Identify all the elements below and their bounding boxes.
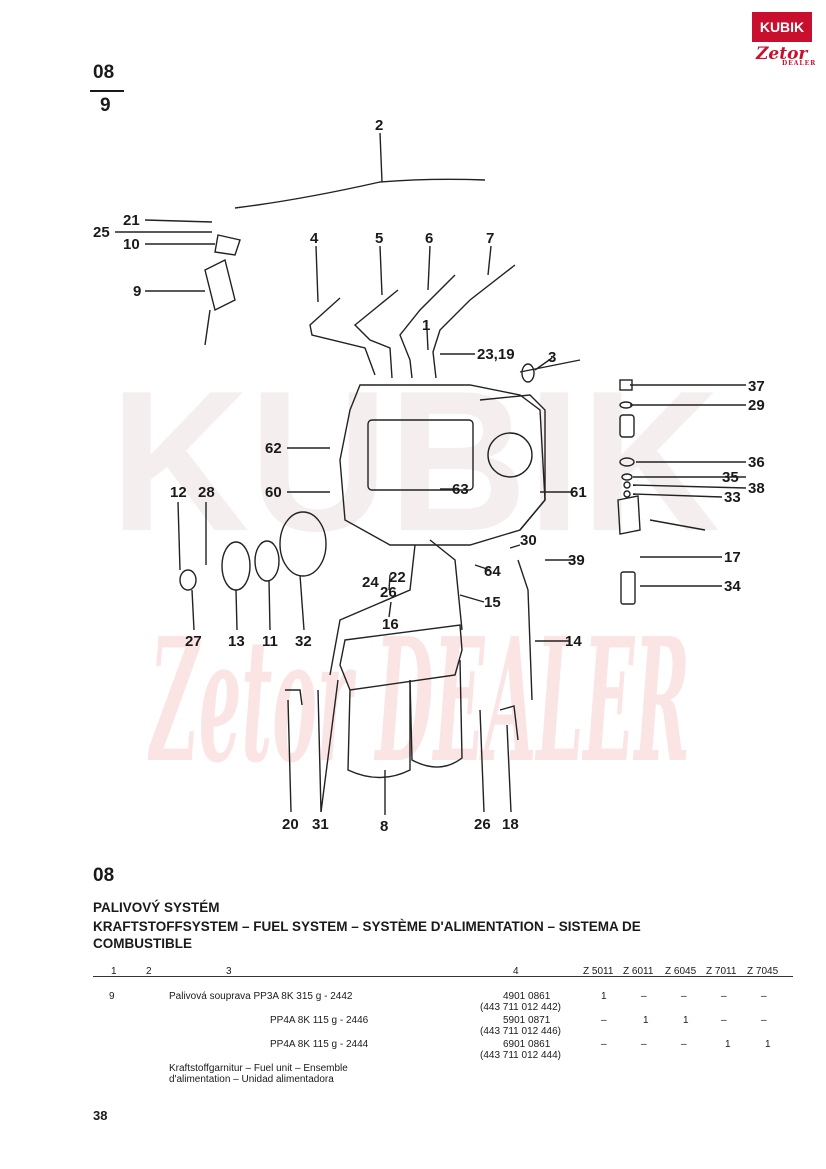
callout-33: 33 [724, 489, 741, 506]
callout-21: 21 [123, 212, 140, 229]
callout-36: 36 [748, 454, 765, 471]
col-header-z6045: Z 6045 [665, 966, 697, 977]
table-note-line2: d'alimentation – Unidad alimentadora [169, 1074, 334, 1085]
row1-ref: (443 711 012 442) [480, 1002, 561, 1013]
callout-64: 64 [484, 563, 501, 580]
callout-24: 24 [362, 574, 379, 591]
callout-37: 37 [748, 378, 765, 395]
col-header-z6011: Z 6011 [623, 966, 654, 977]
callout-63: 63 [452, 481, 469, 498]
row1-q-z5011: 1 [601, 991, 607, 1002]
callout-28: 28 [198, 484, 215, 501]
callout-5: 5 [375, 230, 383, 247]
table-note-line1: Kraftstoffgarnitur – Fuel unit – Ensembl… [169, 1063, 348, 1074]
kubik-logo-block: KUBIK [752, 12, 812, 42]
callout-18: 18 [502, 816, 519, 833]
watermark-top-text: KUBIK [110, 350, 720, 573]
page-number: 38 [93, 1108, 108, 1123]
callout-27: 27 [185, 633, 202, 650]
callout-10: 10 [123, 236, 140, 253]
callout-7: 7 [486, 230, 494, 247]
logo-dealer-text: DEALER [782, 60, 817, 67]
callout-34: 34 [724, 578, 741, 595]
parts-table: 1 2 3 4 Z 5011 Z 6011 Z 6045 Z 7011 Z 70… [93, 960, 793, 1100]
row3-ref: (443 711 012 444) [480, 1050, 561, 1061]
section-subtitle: KRAFTSTOFFSYSTEM – FUEL SYSTEM – SYSTÈME… [93, 919, 641, 951]
callout-3: 3 [548, 349, 556, 366]
callout-22: 22 [389, 569, 406, 586]
row3-desc: PP4A 8K 115 g - 2444 [270, 1039, 369, 1050]
callout-15: 15 [484, 594, 501, 611]
callout-35: 35 [722, 469, 739, 486]
callout-39: 39 [568, 552, 585, 569]
watermark-bottom-text: Zetor DEALER [148, 601, 690, 801]
row3-q-z7045: 1 [765, 1039, 771, 1050]
callout-17: 17 [724, 549, 741, 566]
dealer-watermark: KUBIK Zetor DEALER [110, 350, 720, 801]
row1-q-z7011: – [721, 991, 727, 1002]
callout-20: 20 [282, 816, 299, 833]
callout-61: 61 [570, 484, 587, 501]
callout-30: 30 [520, 532, 537, 549]
callout-31: 31 [312, 816, 329, 833]
table-header-rule [93, 976, 793, 977]
col-header-3: 3 [226, 966, 232, 977]
col-header-2: 2 [146, 966, 152, 977]
callout-26-upper: 26 [380, 584, 397, 601]
row2-q-z6011: 1 [643, 1015, 649, 1026]
col-header-z5011: Z 5011 [583, 966, 614, 977]
row2-q-z7011: – [721, 1015, 727, 1026]
section-subnumber: 9 [100, 95, 111, 116]
section-number: 08 [93, 865, 115, 886]
row3-q-z7011: 1 [725, 1039, 731, 1050]
row1-q-z6011: – [641, 991, 647, 1002]
callout-32: 32 [295, 633, 312, 650]
row2-q-z6045: 1 [683, 1015, 689, 1026]
row2-q-z5011: – [601, 1015, 607, 1026]
row1-q-z6045: – [681, 991, 687, 1002]
callout-26-lower: 26 [474, 816, 491, 833]
row3-q-z6045: – [681, 1039, 687, 1050]
col-header-4: 4 [513, 966, 519, 977]
col-header-z7045: Z 7045 [747, 966, 779, 977]
callout-1: 1 [422, 317, 430, 334]
row2-part: 5901 0871 [503, 1015, 551, 1026]
callout-12: 12 [170, 484, 187, 501]
callout-38: 38 [748, 480, 765, 497]
callout-60: 60 [265, 484, 282, 501]
section-divider [90, 90, 124, 92]
callout-8: 8 [380, 818, 388, 835]
callout-13: 13 [228, 633, 245, 650]
col-header-z7011: Z 7011 [706, 966, 737, 977]
row1-part: 4901 0861 [503, 991, 551, 1002]
row2-desc: PP4A 8K 115 g - 2446 [270, 1015, 369, 1026]
callout-9: 9 [133, 283, 141, 300]
col-header-1: 1 [111, 966, 117, 977]
callout-6: 6 [425, 230, 433, 247]
row1-q-z7045: – [761, 991, 767, 1002]
callout-2: 2 [375, 117, 383, 134]
row2-q-z7045: – [761, 1015, 767, 1026]
row1-desc: Palivová souprava PP3A 8K 315 g - 2442 [169, 991, 353, 1002]
row1-pos: 9 [109, 991, 115, 1002]
callout-4: 4 [310, 230, 319, 247]
callout-16: 16 [382, 616, 399, 633]
fuel-system-exploded-diagram: 2 4 5 6 7 1 23,19 3 21 25 10 9 62 60 63 … [93, 117, 765, 835]
callout-25: 25 [93, 224, 110, 241]
section-number-top: 08 [93, 62, 115, 83]
row2-ref: (443 711 012 446) [480, 1026, 561, 1037]
callout-62: 62 [265, 440, 282, 457]
callout-29: 29 [748, 397, 765, 414]
callout-11: 11 [262, 633, 278, 650]
row3-q-z6011: – [641, 1039, 647, 1050]
logo-brand-text: KUBIK [759, 19, 805, 35]
callout-14: 14 [565, 633, 582, 650]
section-title: PALIVOVÝ SYSTÉM [93, 900, 220, 915]
row3-part: 6901 0861 [503, 1039, 551, 1050]
callout-23-19: 23,19 [477, 346, 515, 363]
row3-q-z5011: – [601, 1039, 607, 1050]
